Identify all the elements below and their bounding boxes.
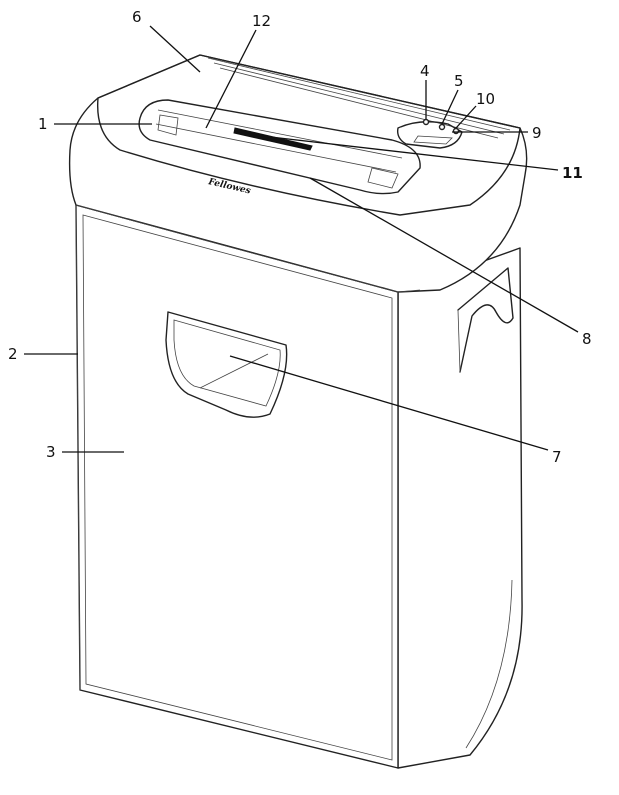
indicator-light-10 [452, 127, 460, 135]
bin-front-panel [75, 204, 399, 769]
callout-9: 9 [532, 124, 542, 142]
paper-slot [233, 127, 313, 151]
callout-3: 3 [46, 443, 56, 461]
callout-8: 8 [582, 330, 592, 348]
bin-side-panel [397, 247, 523, 769]
leader-12 [205, 29, 257, 129]
leader-10 [455, 105, 477, 129]
head-top-surface [96, 54, 521, 216]
callout-1: 1 [38, 115, 48, 133]
leader-6 [149, 25, 201, 73]
callout-2: 2 [8, 345, 18, 363]
side-handle-cutout [457, 267, 514, 373]
leader-11 [261, 135, 559, 171]
indicator-light-4 [422, 118, 430, 126]
paper-entry-recess [138, 99, 421, 195]
callout-10: 10 [476, 90, 495, 108]
leader-7 [229, 355, 549, 451]
callout-12: 12 [252, 12, 271, 30]
callout-11: 11 [562, 164, 583, 182]
callout-6: 6 [132, 8, 142, 26]
shredder-head [68, 54, 528, 293]
callout-5: 5 [454, 72, 464, 90]
callout-7: 7 [552, 448, 562, 466]
leader-5 [441, 89, 459, 125]
indicator-light-5 [438, 123, 446, 131]
bin-window [165, 311, 288, 418]
leader-8 [309, 177, 579, 333]
callout-4: 4 [420, 62, 430, 80]
